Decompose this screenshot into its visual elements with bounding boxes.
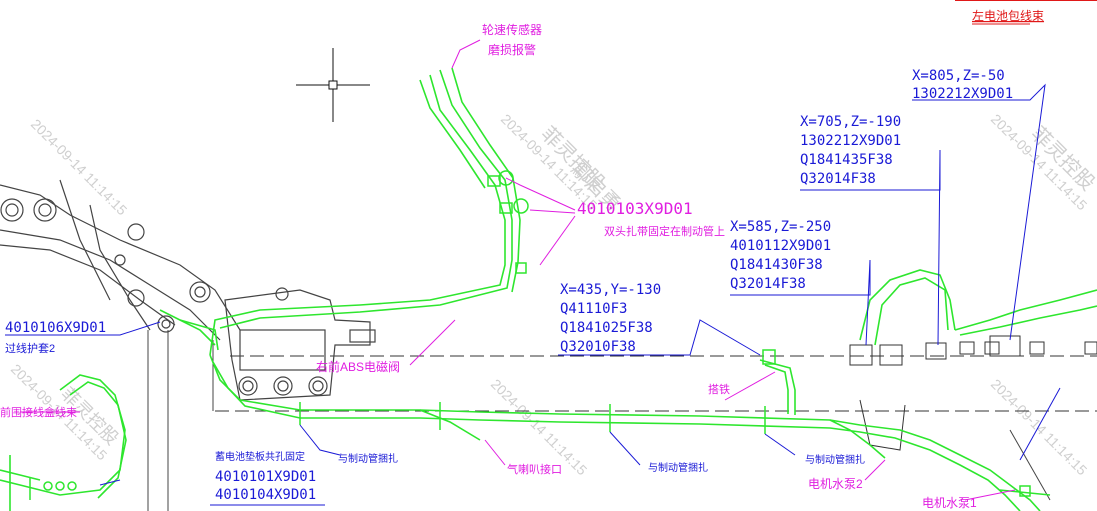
chassis-frame bbox=[0, 179, 241, 341]
left-battery-harness-label: 左电池包线束 bbox=[972, 8, 1044, 23]
block-805: X=805,Z=-50 1302212X9D01 bbox=[912, 68, 1013, 102]
block-705-line: 1302212X9D01 bbox=[800, 133, 901, 149]
block-585-line: Q32014F38 bbox=[730, 276, 806, 292]
cable-tie-note-label: 双头扎带固定在制动管上 bbox=[604, 224, 725, 238]
block-585-line: Q1841430F38 bbox=[730, 257, 823, 273]
reference-lines bbox=[215, 355, 1097, 412]
abs-valve-body bbox=[224, 287, 376, 401]
blue-labels: 与制动管捆扎 与制动管捆扎 与制动管捆扎 4010106X9D01 过线护套2 … bbox=[5, 68, 1013, 503]
watermark-text: 2024-09-14 11:14:15 bbox=[988, 376, 1091, 479]
frame-lines bbox=[147, 330, 1051, 511]
block-435-line: Q32010F38 bbox=[560, 339, 636, 355]
battery-code-2-label: 4010104X9D01 bbox=[215, 487, 316, 503]
junction-harness-label: 前围接线盒线束 bbox=[0, 405, 77, 419]
crosshair-cursor-icon[interactable] bbox=[296, 48, 370, 122]
motor-pump-2-label: 电机水泵2 bbox=[808, 477, 863, 491]
block-585-line: X=585,Z=-250 bbox=[730, 219, 831, 235]
block-705-line: X=705,Z=-190 bbox=[800, 114, 901, 130]
tie-brake-3-label: 与制动管捆扎 bbox=[805, 453, 865, 466]
block-805-line: X=805,Z=-50 bbox=[912, 68, 1005, 84]
block-585-line: 4010112X9D01 bbox=[730, 238, 831, 254]
magenta-labels: 轮速传感器 磨损报警 4010103X9D01 双头扎带固定在制动管上 右前AB… bbox=[0, 22, 977, 510]
block-585: X=585,Z=-250 4010112X9D01 Q1841430F38 Q3… bbox=[730, 219, 831, 292]
watermark-text: 2024-09-14 11:14:15 bbox=[28, 116, 131, 219]
watermark-layer: 2024-09-14 11:14:15 菲灵控股 2024-09-14 11:1… bbox=[8, 111, 1097, 479]
right-hardware bbox=[849, 335, 1097, 451]
harness-clamps bbox=[29, 170, 1051, 500]
block-435: X=435,Y=-130 Q41110F3 Q1841025F38 Q32010… bbox=[560, 282, 661, 355]
blue-leaders bbox=[5, 83, 1061, 506]
block-805-line: 1302212X9D01 bbox=[912, 86, 1013, 102]
block-705-line: Q32014F38 bbox=[800, 171, 876, 187]
block-435-line: Q41110F3 bbox=[560, 301, 627, 317]
block-435-line: X=435,Y=-130 bbox=[560, 282, 661, 298]
block-705-line: Q1841435F38 bbox=[800, 152, 893, 168]
tie-brake-2-label: 与制动管捆扎 bbox=[648, 461, 708, 474]
pass-protect-code-label: 4010106X9D01 bbox=[5, 320, 106, 336]
bracket-label: 搭铁 bbox=[708, 383, 730, 396]
tie-brake-1-label: 与制动管捆扎 bbox=[338, 452, 398, 465]
cable-tie-code-label: 4010103X9D01 bbox=[577, 199, 693, 218]
red-label-group: 左电池包线束 bbox=[955, 0, 1097, 25]
block-435-line: Q1841025F38 bbox=[560, 320, 653, 336]
pass-protect-label: 过线护套2 bbox=[5, 341, 55, 355]
battery-code-1-label: 4010101X9D01 bbox=[215, 469, 316, 485]
wear-alarm-label: 磨损报警 bbox=[488, 42, 536, 57]
magenta-leaders bbox=[20, 39, 1016, 501]
wheel-speed-sensor-label: 轮速传感器 bbox=[482, 22, 542, 37]
motor-pump-1-label: 电机水泵1 bbox=[922, 496, 977, 510]
right-abs-valve-label: 右前ABS电磁阀 bbox=[316, 359, 400, 374]
battery-pad-note-label: 蓄电池垫板共孔固定 bbox=[215, 450, 305, 463]
air-horn-port-label: 气喇叭接口 bbox=[507, 462, 562, 476]
block-705: X=705,Z=-190 1302212X9D01 Q1841435F38 Q3… bbox=[800, 114, 901, 187]
